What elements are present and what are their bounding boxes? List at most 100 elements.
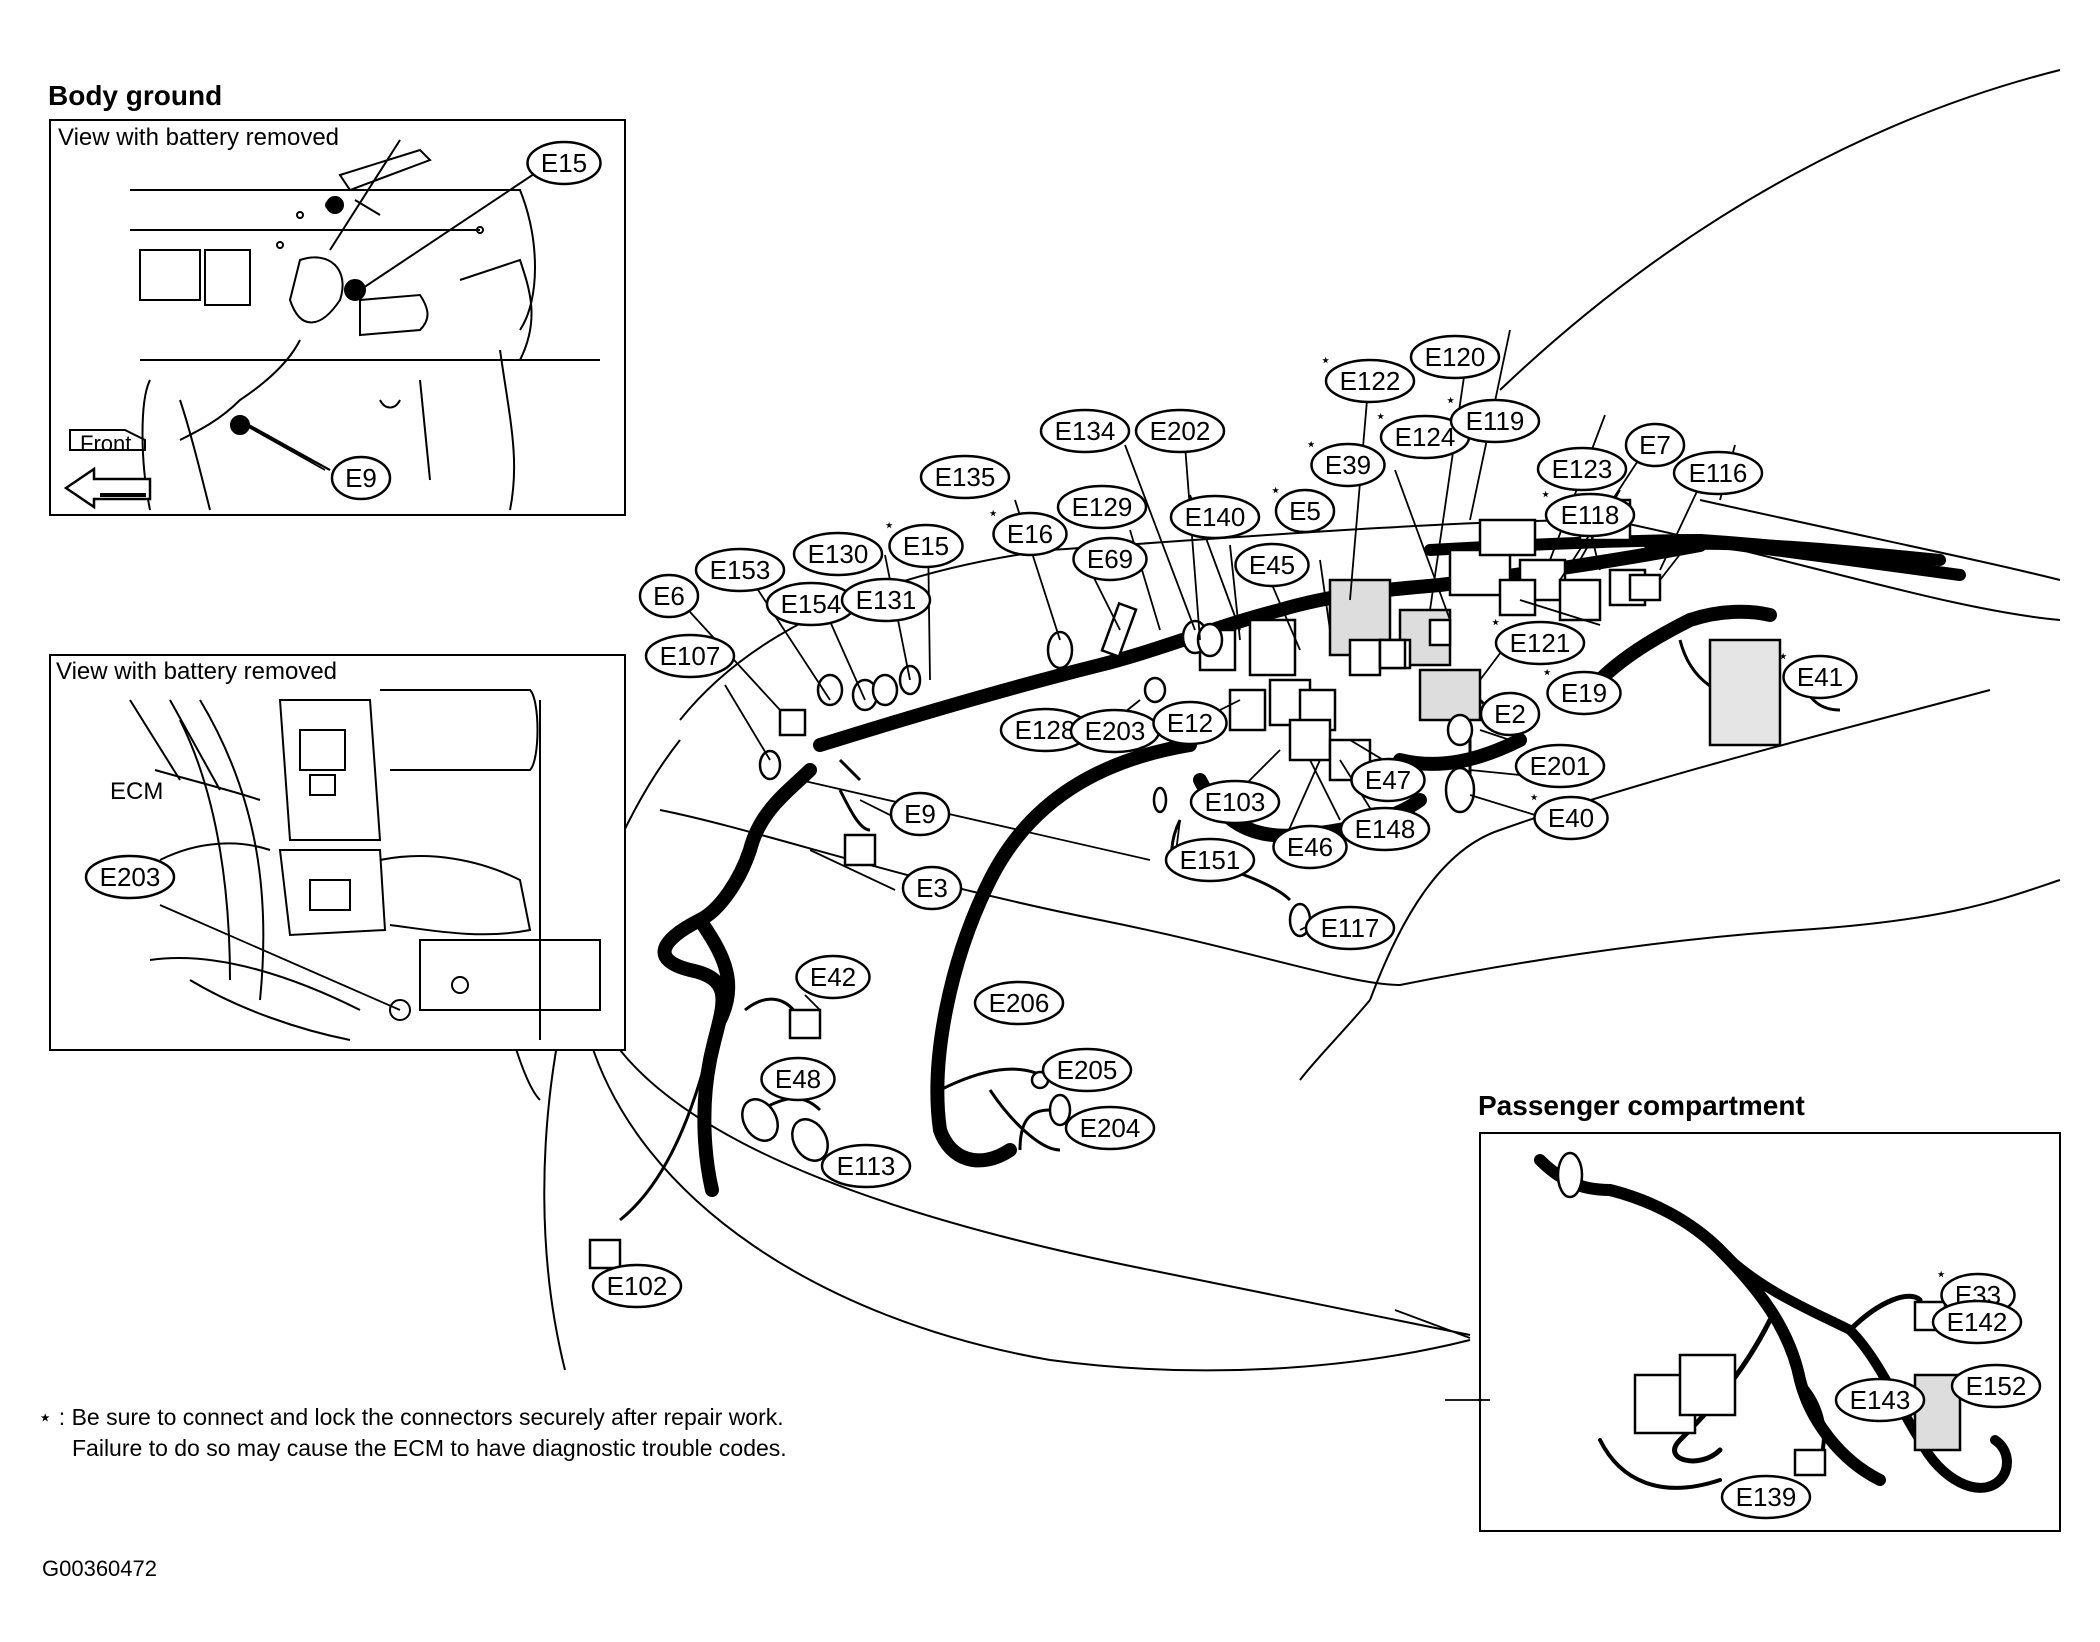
- callout-oval: [1310, 442, 1386, 488]
- callout-oval: [992, 511, 1068, 557]
- connector-label: E46: [1287, 832, 1333, 862]
- connector-label: E121: [1510, 628, 1571, 658]
- ecm-label: ECM: [110, 778, 164, 805]
- connector-callout: E131: [840, 577, 932, 623]
- callout-oval: [1533, 795, 1609, 841]
- connector-label: E128: [1015, 715, 1076, 745]
- callout-oval: [792, 531, 884, 577]
- callout-oval: [1164, 837, 1256, 883]
- connector-label: E153: [710, 555, 771, 585]
- passenger-compartment-title: Passenger compartment: [1478, 1090, 1805, 1121]
- connector-label: E120: [1425, 342, 1486, 372]
- connector-callout: E151: [1164, 837, 1256, 883]
- figure-code: G00360472: [42, 1556, 157, 1581]
- connector-label: E107: [660, 641, 721, 671]
- callout-oval: [1339, 806, 1431, 852]
- callout-oval: [760, 1056, 836, 1102]
- callout-oval: [1449, 398, 1541, 444]
- callout-oval: [1409, 334, 1501, 380]
- callout-oval: [1479, 691, 1541, 737]
- connector-label: E142: [1947, 1307, 2008, 1337]
- callout-oval: [1931, 1299, 2023, 1345]
- connector-callout: E9: [330, 455, 392, 501]
- front-arrow-icon: [64, 466, 152, 510]
- callout-oval: [919, 454, 1011, 500]
- note-line-1: ⋆ : Be sure to connect and lock the conn…: [38, 1404, 784, 1430]
- callout-oval: [330, 455, 392, 501]
- callout-oval: [1274, 488, 1336, 534]
- callout-oval: [795, 954, 871, 1000]
- vehicle-body-outline: [499, 69, 2061, 1372]
- connector-callout: E15: [526, 140, 602, 186]
- connector-callout: E113: [820, 1143, 912, 1189]
- connector-label: E19: [1561, 678, 1607, 708]
- connector-label: E9: [345, 463, 377, 493]
- engine-connector-cluster: [588, 498, 1782, 1270]
- connector-label: E203: [1085, 716, 1146, 746]
- connector-callout: E41 ⋆: [1778, 646, 1858, 700]
- callout-oval: [1189, 779, 1281, 825]
- callout-oval: [820, 1143, 912, 1189]
- connector-callout: E2: [1479, 691, 1541, 737]
- connector-label: E201: [1530, 751, 1591, 781]
- star-icon: ⋆: [1445, 390, 1456, 411]
- star-icon: ⋆: [1936, 1264, 1947, 1285]
- callout-oval: [1234, 542, 1310, 588]
- connector-callout: E122⋆: [1320, 350, 1416, 404]
- connector-label: E129: [1072, 492, 1133, 522]
- connector-label: E124: [1395, 422, 1456, 452]
- callout-oval: [1039, 408, 1131, 454]
- callout-oval: [638, 573, 700, 619]
- connector-callout: E152: [1950, 1363, 2042, 1409]
- callout-oval: [1950, 1363, 2042, 1409]
- connector-label: E9: [904, 799, 936, 829]
- callout-oval: [1350, 757, 1426, 803]
- star-icon: ⋆: [1778, 646, 1789, 667]
- connector-label: E12: [1167, 708, 1213, 738]
- connector-callout: E102: [591, 1263, 683, 1309]
- connector-callout: E201: [1514, 743, 1606, 789]
- connector-callout: E204: [1064, 1105, 1156, 1151]
- callout-oval: [1782, 654, 1858, 700]
- star-icon: ⋆: [1270, 480, 1281, 501]
- connector-label: E135: [935, 462, 996, 492]
- callout-oval: [973, 980, 1065, 1026]
- connector-callout: E47: [1350, 757, 1426, 803]
- connector-label: E40: [1548, 803, 1594, 833]
- callout-oval: [1494, 620, 1586, 666]
- callout-oval: [1041, 1047, 1133, 1093]
- callout-oval: [1536, 446, 1628, 492]
- connector-label: E204: [1080, 1113, 1141, 1143]
- connector-label: E134: [1055, 416, 1116, 446]
- connector-label: E116: [1689, 458, 1748, 488]
- connector-callout: E134: [1039, 408, 1131, 454]
- body-ground-inset: [49, 119, 626, 516]
- star-icon: ⋆: [1540, 484, 1551, 505]
- connector-callout: E203: [1069, 708, 1161, 754]
- star-icon: ⋆: [1375, 406, 1386, 427]
- connector-callout: E42: [795, 954, 871, 1000]
- callout-oval: [1169, 494, 1261, 540]
- connector-label: E69: [1087, 544, 1133, 574]
- connector-label: E130: [808, 539, 869, 569]
- connector-label: E41: [1797, 662, 1843, 692]
- connector-label: E15: [903, 531, 949, 561]
- connector-label: E152: [1966, 1371, 2027, 1401]
- connector-label: E6: [653, 581, 685, 611]
- callout-oval: [889, 791, 951, 837]
- connector-label: E122: [1340, 366, 1401, 396]
- connector-callout: E19 ⋆: [1542, 662, 1622, 716]
- callout-oval: [1720, 1474, 1812, 1520]
- connector-label: E205: [1057, 1055, 1118, 1085]
- callout-oval: [84, 854, 176, 900]
- connector-label: E5: [1289, 496, 1321, 526]
- connector-callout: E118⋆: [1540, 484, 1636, 538]
- body-ground-title: Body ground: [48, 80, 223, 111]
- star-icon: ⋆: [1542, 662, 1553, 683]
- passenger-compartment-inset: [1479, 1132, 2061, 1532]
- connector-label: E42: [810, 962, 856, 992]
- connector-callout: E203: [84, 854, 176, 900]
- connector-callout: E103: [1189, 779, 1281, 825]
